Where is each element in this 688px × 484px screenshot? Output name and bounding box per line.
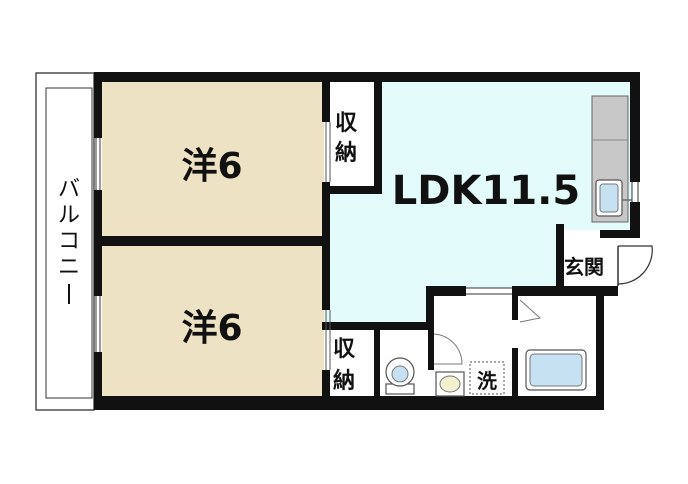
storage-top-label-line2: 納 (335, 140, 357, 166)
bathtub-icon (525, 349, 587, 391)
western-room-top (102, 82, 324, 236)
storage-doors (325, 122, 331, 370)
storage-bottom-label-line2: 納 (333, 368, 355, 394)
door-swing-icon (617, 245, 653, 286)
storage-bottom (330, 330, 374, 396)
ldk-room (324, 82, 632, 322)
windows (95, 138, 639, 352)
western-room-bottom (102, 246, 324, 396)
storage-top-label-line1: 収 (335, 111, 358, 136)
western-room-top-label: 洋6 (181, 146, 242, 187)
storage-bottom-label-line1: 収 (333, 337, 356, 362)
entrance-area (556, 230, 616, 286)
balcony-char-2: ル (58, 203, 80, 228)
balcony-char-3: コ (58, 229, 80, 254)
kitchen-sink-icon (595, 179, 632, 217)
toilet-icon (385, 357, 415, 395)
washbasin-icon (435, 371, 465, 397)
balcony-label: バ ル コ ニ ー (0, 0, 80, 304)
balcony-char-5: ー (0, 0, 1, 1)
toilet-door-swing (433, 333, 463, 365)
western-room-bottom-label: 洋6 (181, 308, 242, 349)
balcony (35, 72, 95, 411)
entrance-label: 玄関 (564, 255, 604, 279)
washer-space (469, 361, 505, 395)
bath-door (519, 299, 542, 323)
ldk-label: LDK11.5 (392, 168, 580, 214)
storage-top (330, 82, 376, 188)
washroom-label: 洗 (477, 369, 497, 393)
balcony-char-1: バ (58, 177, 80, 202)
balcony-char-4: ニ (58, 255, 80, 280)
walls (94, 72, 640, 410)
